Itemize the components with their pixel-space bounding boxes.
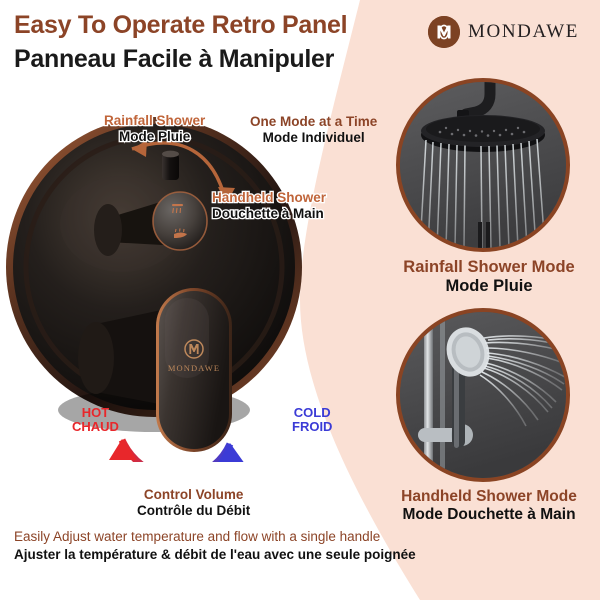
brand-name: MONDAWE xyxy=(468,21,579,42)
page-title-en: Easy To Operate Retro Panel xyxy=(14,11,348,39)
footer-line-en: Easily Adjust water temperature and flow… xyxy=(14,529,381,544)
annotation-one-mode-fr: Mode Individuel xyxy=(262,129,365,145)
card-rainfall-shower: Rainfall Shower Mode Mode Pluie xyxy=(396,78,582,297)
handheld-spray-icon xyxy=(174,228,187,238)
annotation-volume-en: Control Volume xyxy=(143,487,244,502)
handheld-shower-wand-photo xyxy=(396,308,570,482)
annotation-one-mode: One Mode at a Time Mode Individuel xyxy=(250,114,377,145)
annotation-cold: COLD FROID xyxy=(292,405,333,435)
footer: Easily Adjust water temperature and flow… xyxy=(14,528,416,564)
annotation-rainfall-fr: Mode Pluie xyxy=(118,127,192,145)
annotation-control-volume: Control Volume Contrôle du Débit xyxy=(137,487,250,519)
annotation-cold-en: COLD xyxy=(293,405,331,420)
annotation-hot-en: HOT xyxy=(81,405,110,420)
card-handheld-caption-en: Handheld Shower Mode xyxy=(401,488,577,505)
annotation-rainfall-shower: Rainfall Shower Mode Pluie xyxy=(103,112,207,145)
svg-text:MONDAWE: MONDAWE xyxy=(168,363,220,373)
annotation-hot-fr: CHAUD xyxy=(72,419,119,435)
rainfall-spray-icon xyxy=(172,204,183,214)
mondawe-m-monogram-icon xyxy=(428,16,460,48)
annotation-handheld-fr: Douchette à Main xyxy=(211,204,325,222)
retro-shower-valve-panel: MONDAWE xyxy=(4,92,344,481)
card-handheld-caption-fr: Mode Douchette à Main xyxy=(402,506,576,524)
annotation-handheld-shower: Handheld Shower Douchette à Main xyxy=(211,189,328,222)
annotation-cold-fr: FROID xyxy=(292,419,333,435)
footer-line-fr: Ajuster la température & débit de l'eau … xyxy=(14,547,416,563)
card-handheld-caption: Handheld Shower Mode Mode Douchette à Ma… xyxy=(396,488,582,525)
rainfall-shower-head-photo xyxy=(396,78,570,252)
page-title-fr: Panneau Facile à Manipuler xyxy=(14,45,335,73)
annotation-hot: HOT CHAUD xyxy=(72,405,119,435)
annotation-rainfall-en: Rainfall Shower xyxy=(103,112,207,130)
annotation-handheld-en: Handheld Shower xyxy=(211,189,328,207)
mondawe-m-circle-icon xyxy=(184,339,204,359)
card-rainfall-caption-fr: Mode Pluie xyxy=(445,277,533,296)
brand-logo: MONDAWE xyxy=(428,16,579,48)
mode-switch-arrow xyxy=(131,141,228,203)
card-rainfall-caption-en: Rainfall Shower Mode xyxy=(403,258,575,276)
card-handheld-shower: Handheld Shower Mode Mode Douchette à Ma… xyxy=(396,308,582,525)
header: Easy To Operate Retro Panel Panneau Faci… xyxy=(0,0,600,84)
annotation-one-mode-en: One Mode at a Time xyxy=(250,114,378,129)
annotation-volume-fr: Contrôle du Débit xyxy=(137,503,251,519)
card-rainfall-caption: Rainfall Shower Mode Mode Pluie xyxy=(396,258,582,297)
